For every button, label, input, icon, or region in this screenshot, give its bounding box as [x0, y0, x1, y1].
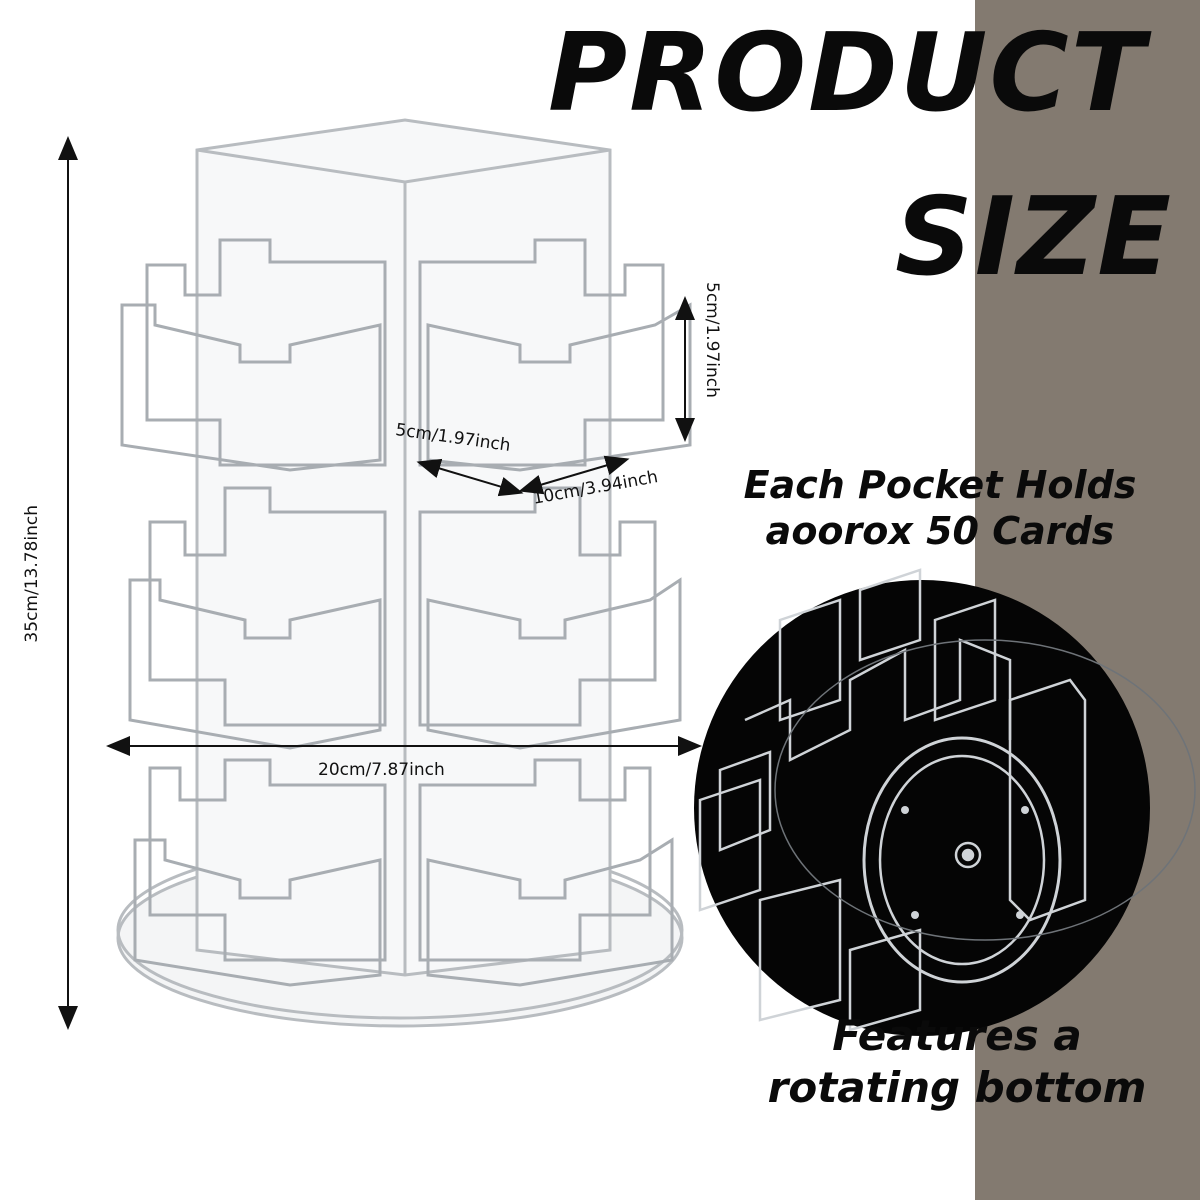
- title-line-2: SIZE: [895, 175, 1174, 300]
- rotating-base-photo: [694, 568, 1196, 1036]
- rotating-caption: Features a rotating bottom: [722, 1010, 1192, 1114]
- dimension-arrow-icon: [58, 136, 702, 1030]
- rotating-caption-line-1: Features a: [832, 1011, 1082, 1060]
- height-dimension-label: 35cm/13.78inch: [22, 505, 42, 643]
- capacity-caption-line-2: aoorox 50 Cards: [765, 509, 1115, 553]
- pocket-height-dimension-label: 5cm/1.97inch: [702, 282, 722, 398]
- base-width-dimension-label: 20cm/7.87inch: [318, 760, 445, 780]
- capacity-caption: Each Pocket Holds aoorox 50 Cards: [690, 462, 1190, 554]
- title-line-1: PRODUCT: [548, 11, 1147, 136]
- capacity-caption-line-1: Each Pocket Holds: [743, 463, 1137, 507]
- rotating-caption-line-2: rotating bottom: [767, 1063, 1147, 1112]
- pocket-tier-3: [133, 758, 674, 987]
- center-column: [195, 118, 612, 977]
